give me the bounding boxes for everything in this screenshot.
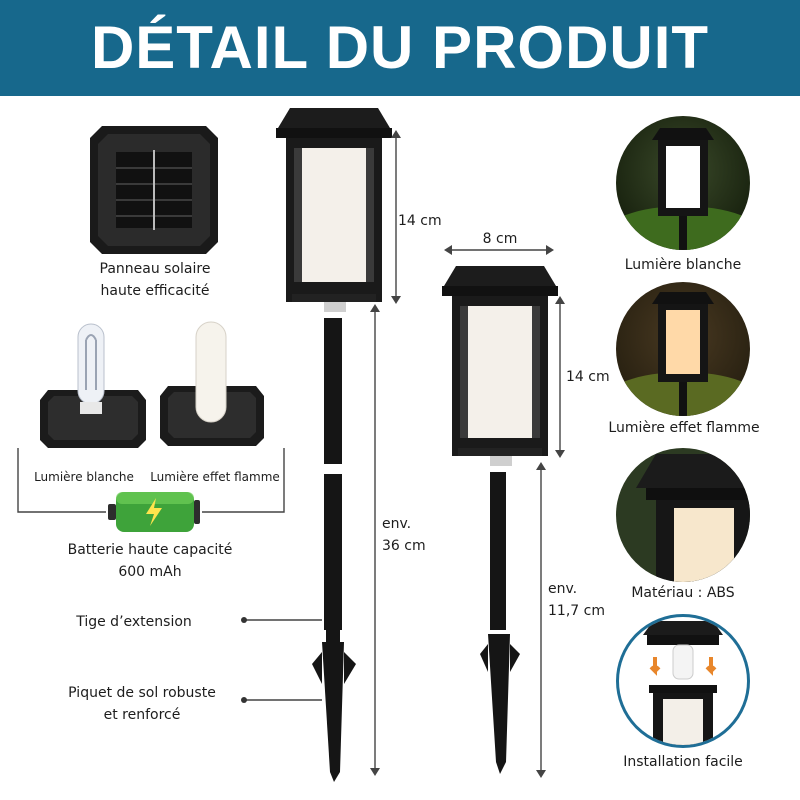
short-total-dimension-line [536, 462, 546, 778]
short-total-label-line2: 11,7 cm [548, 603, 605, 619]
stake-label-line1: Piquet de sol robuste [68, 685, 216, 701]
tall-lantern-image [276, 108, 392, 782]
tall-total-dimension-line [370, 304, 380, 776]
white-light-module-label: Lumière blanche [34, 470, 134, 484]
page-title: DÉTAIL DU PRODUIT [90, 14, 710, 81]
material-photo [616, 448, 750, 582]
material-caption: Matériau : ABS [631, 585, 735, 601]
short-total-label-line1: env. [548, 581, 578, 597]
flame-light-module-image [160, 321, 264, 446]
battery-label-line1: Batterie haute capacité [67, 542, 233, 558]
tall-head-height-label: 14 cm [398, 213, 442, 229]
stake-label-line2: et renforcé [103, 707, 181, 723]
tall-total-label-line2: 36 cm [382, 538, 426, 554]
installation-caption: Installation facile [623, 754, 743, 770]
battery-label-line2: 600 mAh [118, 564, 182, 580]
short-head-dimension-line [555, 296, 565, 458]
title-banner: DÉTAIL DU PRODUIT [0, 0, 800, 96]
flame-light-caption: Lumière effet flamme [608, 420, 760, 436]
battery-icon [108, 492, 200, 532]
flame-light-module-label: Lumière effet flamme [150, 470, 280, 484]
tall-dimension-lines [391, 130, 401, 304]
extension-rod-label: Tige d’extension [76, 614, 192, 630]
width-label: 8 cm [482, 231, 518, 247]
solar-panel-label-line1: Panneau solaire [99, 261, 211, 277]
solar-panel-image [90, 126, 218, 254]
width-dimension-line [444, 245, 554, 255]
callout-lines [241, 617, 322, 703]
tall-total-label-line1: env. [382, 516, 412, 532]
white-light-photo [616, 116, 750, 250]
flame-light-photo [616, 282, 750, 416]
white-light-caption: Lumière blanche [624, 257, 742, 273]
short-lantern-image [442, 266, 558, 774]
solar-panel-label-line2: haute efficacité [100, 283, 210, 299]
white-light-module-image [40, 323, 146, 448]
battery-connector-lines [17, 448, 285, 513]
short-head-height-label: 14 cm [566, 369, 610, 385]
installation-photo [616, 614, 750, 748]
